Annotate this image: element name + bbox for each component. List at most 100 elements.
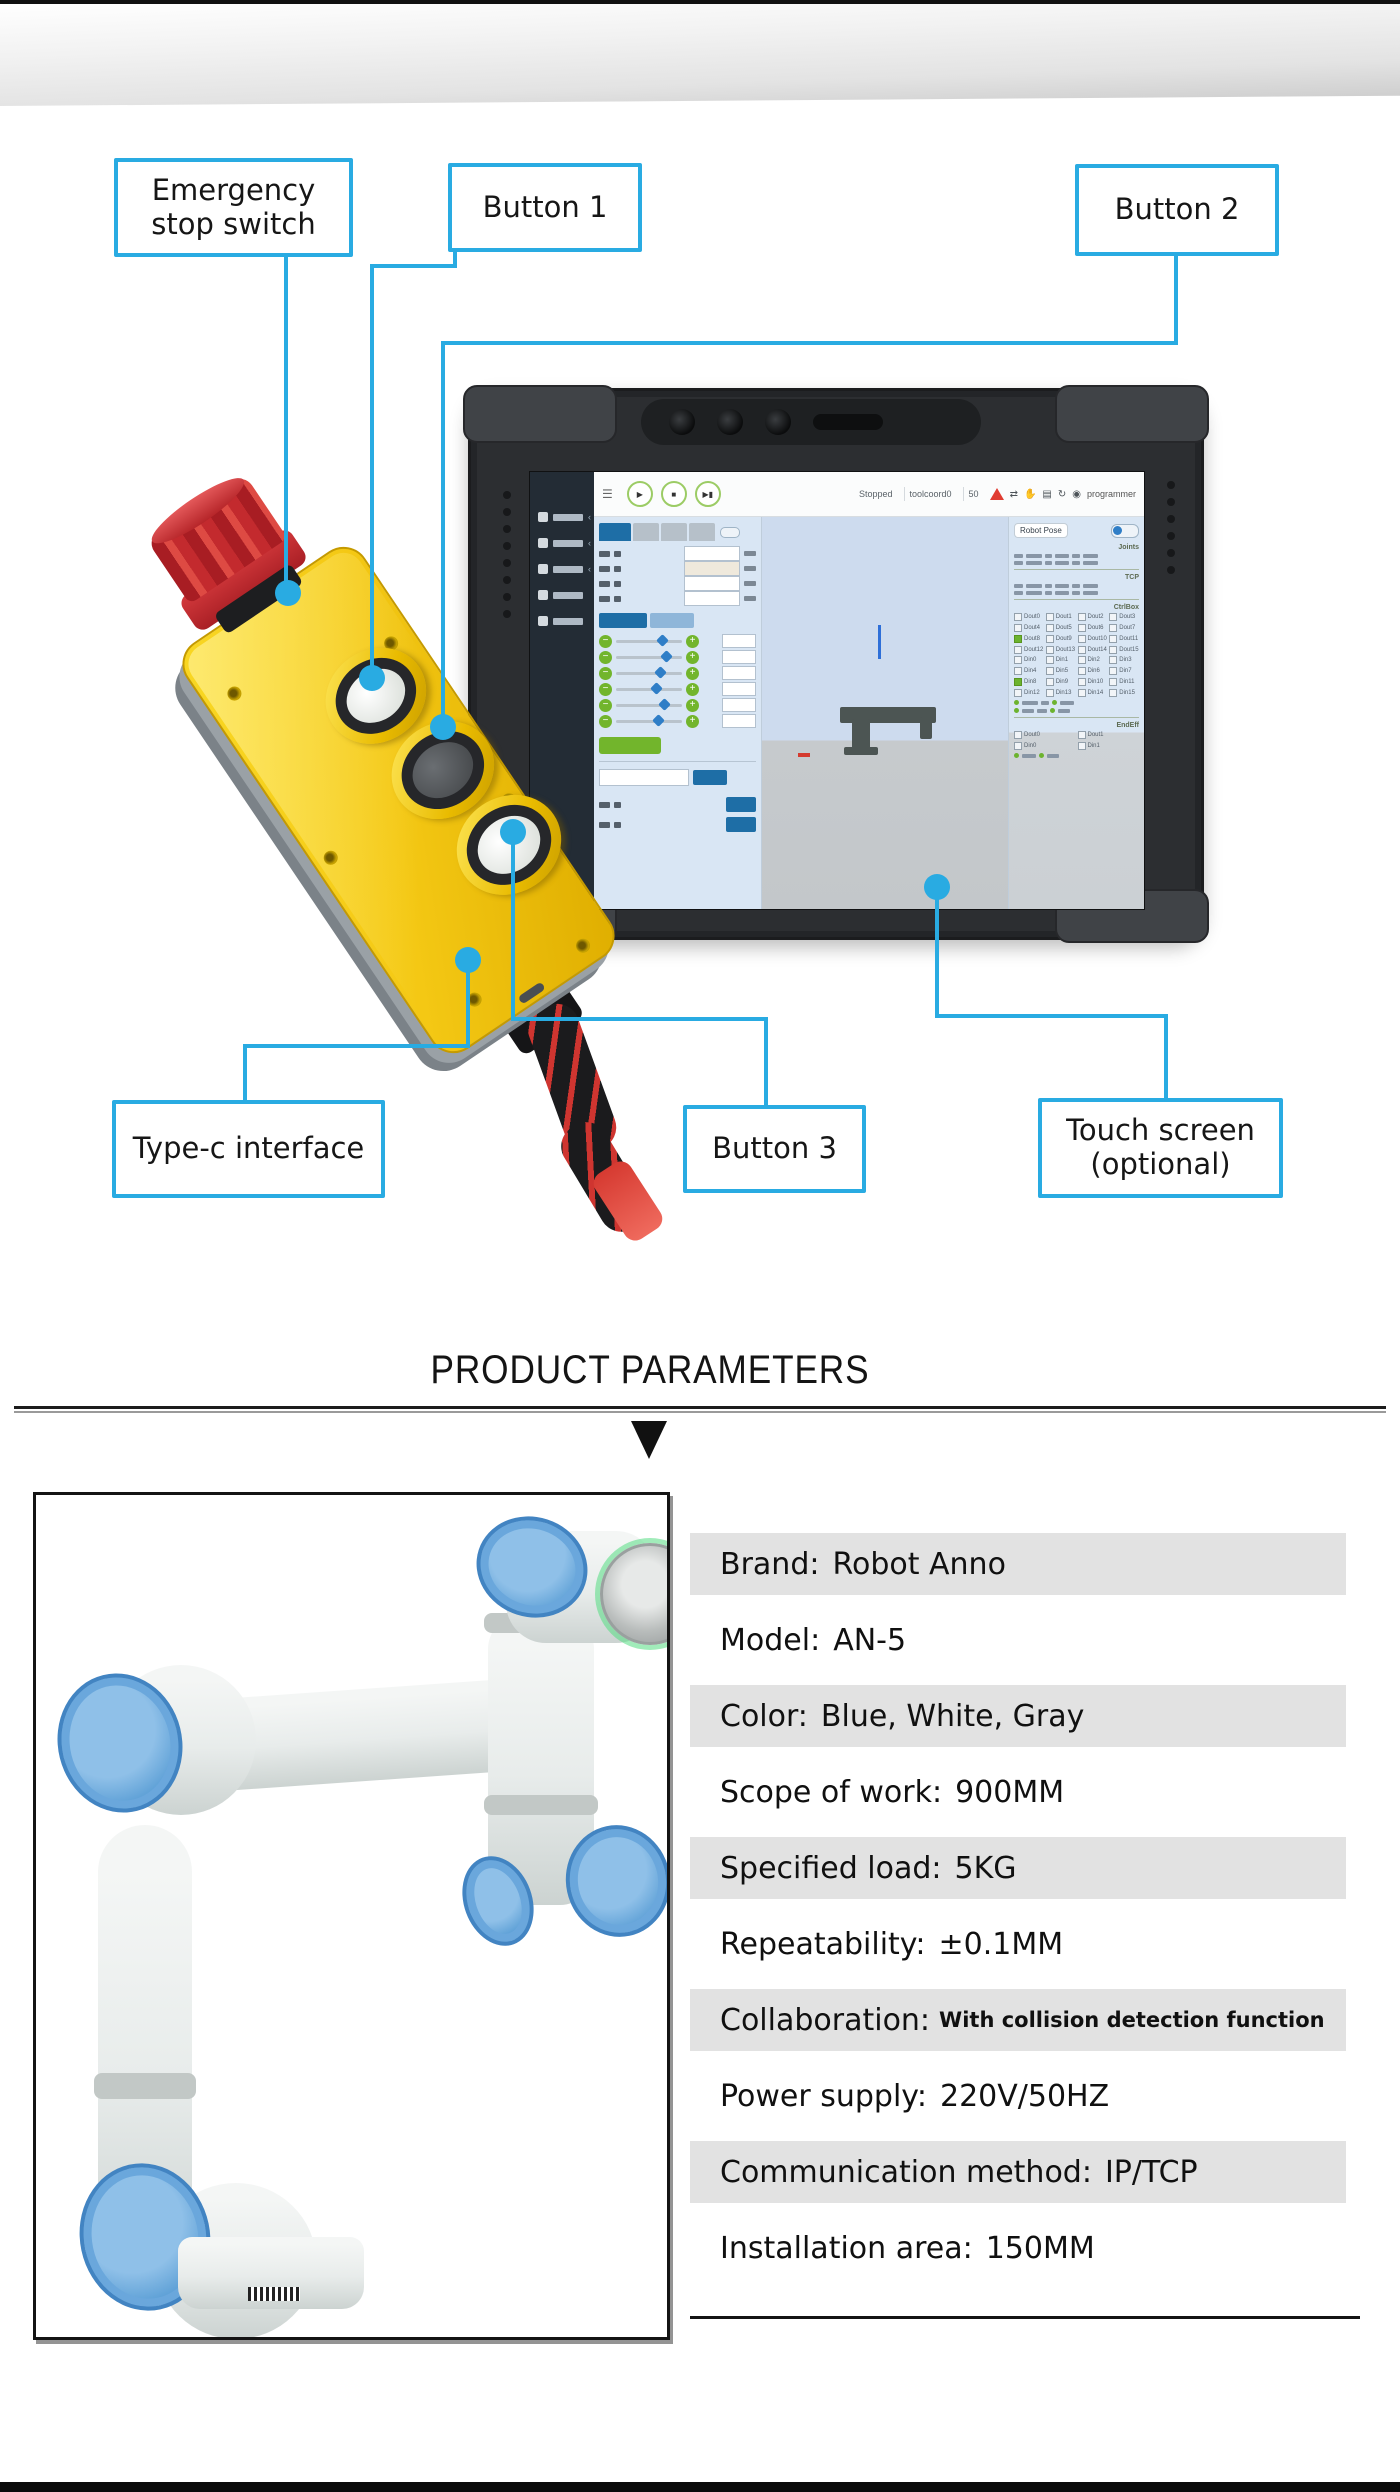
spec-row: Color:Blue, White, Gray — [690, 1685, 1346, 1747]
io-checkbox: Din14 — [1077, 689, 1108, 697]
joint-slider: −+ — [599, 665, 756, 681]
joint-slider: −+ — [599, 649, 756, 665]
swap-icon: ⇄ — [1009, 488, 1018, 500]
io-checkbox: Dout1 — [1077, 731, 1140, 739]
app-toolbar: ☰ ▶ ■ ▶▮ Stopped toolcoord0 50 ⇄ ✋ ▤ ↻ ◉ — [594, 472, 1144, 517]
callout-line — [511, 1017, 768, 1021]
io-checkbox: Dout4 — [1014, 624, 1044, 632]
io-checkbox: Din5 — [1045, 667, 1076, 675]
io-checkbox: Din1 — [1045, 656, 1076, 664]
slider-handle — [656, 633, 669, 647]
spec-label: Communication method: — [720, 2154, 1092, 2190]
io-checkbox: Din10 — [1077, 678, 1108, 686]
slider-handle — [650, 681, 663, 695]
spec-label: Scope of work: — [720, 1774, 943, 1810]
jog-action-button — [599, 737, 661, 754]
hamburger-menu-icon: ☰ — [602, 487, 613, 501]
spec-row: Specified load:5KG — [690, 1837, 1346, 1899]
slider-handle — [658, 697, 671, 711]
app-sidebar: ‹‹‹ — [530, 472, 594, 909]
corner-bumper — [1055, 385, 1209, 443]
pose-name-input — [599, 769, 689, 786]
io-checkbox: Dout3 — [1109, 613, 1139, 621]
slider-handle — [652, 713, 665, 727]
chevron-left-icon: ‹ — [588, 511, 591, 522]
joint-slider: −+ — [599, 697, 756, 713]
corner-bumper — [463, 385, 617, 443]
minus-button: − — [599, 650, 612, 664]
spec-row: Power supply:220V/50HZ — [690, 2065, 1346, 2127]
callout-type-c: Type-c interface — [112, 1100, 385, 1198]
hand-icon: ✋ — [1023, 488, 1037, 500]
analog-io-dot — [1014, 700, 1019, 705]
spec-value: With collision detection function — [939, 2008, 1325, 2032]
spec-row: Brand: Robot Anno — [690, 1533, 1346, 1595]
side-vents — [503, 491, 511, 618]
section-endeff: EndEff — [1116, 722, 1139, 729]
3d-viewport — [762, 517, 1008, 909]
spec-row: Scope of work: 900MM — [690, 1761, 1346, 1823]
tablet-screen: ‹‹‹ ☰ ▶ ■ ▶▮ Stopped toolcoord0 50 ⇄ ✋ ▤ — [529, 471, 1145, 910]
parameter-input — [684, 546, 740, 561]
spec-value: 150MM — [985, 2230, 1095, 2266]
callout-line — [370, 264, 457, 268]
callout-dot — [430, 714, 456, 740]
spec-value: Robot Anno — [832, 1546, 1006, 1582]
chevron-left-icon: ‹ — [588, 537, 591, 548]
callout-line — [935, 887, 939, 1018]
io-checkbox: Dout8 — [1014, 635, 1044, 643]
tab-user — [689, 523, 715, 541]
camera-lens-icon — [717, 409, 743, 435]
spec-label: Model: — [720, 1622, 821, 1658]
menu-icon — [538, 564, 548, 574]
robot-photo-frame — [33, 1492, 670, 2340]
slider-handle — [654, 665, 667, 679]
play-button: ▶ — [626, 481, 653, 507]
callout-line — [511, 832, 515, 1021]
plus-button: + — [686, 666, 699, 680]
panel-toggle — [720, 526, 740, 538]
minus-button: − — [599, 682, 612, 696]
io-checkbox: Dout12 — [1014, 646, 1044, 654]
section-tcp: TCP — [1125, 574, 1139, 581]
io-checkbox: Din8 — [1014, 678, 1044, 686]
spec-underline — [690, 2316, 1360, 2319]
warning-triangle-icon — [989, 488, 1004, 500]
robot-pose-title: Robot Pose — [1014, 523, 1068, 538]
io-checkbox: Din13 — [1045, 689, 1076, 697]
io-checkbox: Dout1 — [1045, 613, 1076, 621]
plus-button: + — [686, 634, 699, 648]
spec-label: Specified load: — [720, 1850, 942, 1886]
subtab-single — [599, 613, 647, 628]
spec-label: Brand: — [720, 1546, 820, 1582]
spec-value: IP/TCP — [1104, 2154, 1198, 2190]
callout-line — [243, 1044, 247, 1102]
spec-row: Installation area:150MM — [690, 2217, 1346, 2279]
io-checkbox: Din6 — [1077, 667, 1108, 675]
free-drive-button — [726, 797, 756, 812]
coord-select: toolcoord0 — [903, 487, 957, 501]
sidebar-item: ‹ — [530, 538, 594, 548]
menu-icon — [538, 512, 548, 522]
io-checkbox: Dout0 — [1014, 731, 1076, 739]
spec-value: 900MM — [955, 1774, 1065, 1810]
io-checkbox: Din4 — [1014, 667, 1044, 675]
callout-dot — [500, 819, 526, 845]
joint-slider: −+ — [599, 681, 756, 697]
plus-button: + — [686, 682, 699, 696]
callout-dot — [275, 580, 301, 606]
tcp-values — [1014, 584, 1139, 595]
joint-slider: −+ — [599, 713, 756, 729]
jog-form — [599, 546, 756, 606]
parameter-input — [684, 576, 740, 591]
spec-value: 220V/50HZ — [939, 2078, 1110, 2114]
io-checkbox: Dout11 — [1109, 635, 1139, 643]
down-triangle-icon — [631, 1421, 667, 1459]
menu-icon — [538, 538, 548, 548]
spec-row: Model:AN-5 — [690, 1609, 1346, 1671]
section-joints: Joints — [1118, 544, 1139, 551]
page-title: PRODUCT PARAMETERS — [430, 1348, 870, 1392]
mode-tabs — [599, 523, 756, 541]
